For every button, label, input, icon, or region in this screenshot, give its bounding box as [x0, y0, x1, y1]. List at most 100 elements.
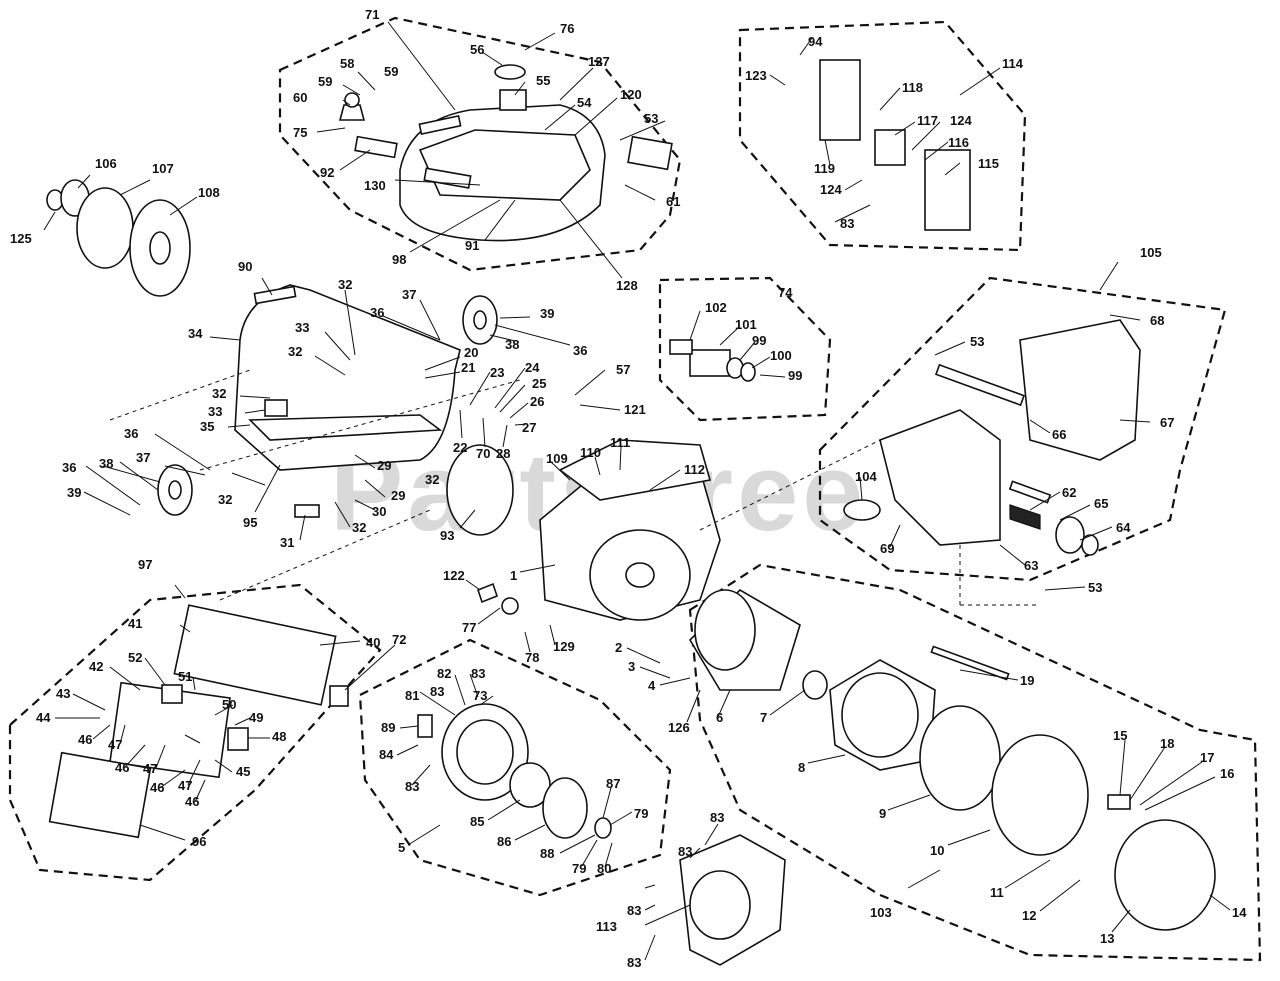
callout-75: 75 — [293, 125, 307, 140]
callout-99b: 99 — [788, 368, 802, 383]
callout-29a: 29 — [377, 458, 391, 473]
callout-32d: 32 — [425, 472, 439, 487]
callout-92: 92 — [320, 165, 334, 180]
callout-124a: 124 — [950, 113, 972, 128]
callout-20: 20 — [464, 345, 478, 360]
callout-18: 18 — [1160, 736, 1174, 751]
flywheel-hub — [149, 231, 171, 265]
alternator-housing-band — [919, 705, 1001, 811]
callout-30: 30 — [372, 504, 386, 519]
callout-32c: 32 — [212, 386, 226, 401]
callout-67: 67 — [1160, 415, 1174, 430]
callout-34: 34 — [188, 326, 203, 341]
callout-94: 94 — [808, 34, 823, 49]
callout-89: 89 — [381, 720, 395, 735]
fuel-filter — [499, 89, 527, 111]
callout-42: 42 — [89, 659, 103, 674]
callout-2: 2 — [615, 640, 622, 655]
callout-21: 21 — [461, 360, 475, 375]
through-bolt — [930, 645, 1010, 681]
recoil-handle — [417, 714, 433, 738]
callout-40: 40 — [366, 635, 380, 650]
fuel-tank-shroud — [418, 129, 591, 201]
muffler-cover-plate — [819, 59, 861, 141]
callout-95: 95 — [243, 515, 257, 530]
callout-65: 65 — [1094, 496, 1108, 511]
recoil-pulley-parts — [46, 179, 191, 297]
callout-53b: 53 — [970, 334, 984, 349]
callout-61: 61 — [666, 194, 680, 209]
callout-46b: 46 — [115, 760, 129, 775]
exhaust-tip — [1081, 534, 1099, 556]
callout-77: 77 — [462, 620, 476, 635]
callout-97: 97 — [138, 557, 152, 572]
callout-100: 100 — [770, 348, 792, 363]
oil-filler — [477, 582, 498, 604]
callout-116: 116 — [948, 135, 969, 150]
outlet-block — [227, 727, 249, 751]
callout-83g: 83 — [627, 903, 641, 918]
callout-46a: 46 — [78, 732, 92, 747]
callout-39b: 39 — [67, 485, 81, 500]
oil-plug — [501, 597, 519, 615]
callout-73: 73 — [473, 688, 487, 703]
callout-5: 5 — [398, 840, 405, 855]
fuel-gauge-label — [354, 135, 398, 159]
callout-47b: 47 — [143, 761, 157, 776]
insulator — [669, 339, 693, 355]
callout-84: 84 — [379, 747, 394, 762]
stator-core — [841, 672, 919, 758]
callout-36a: 36 — [370, 305, 384, 320]
callout-15: 15 — [1113, 728, 1127, 743]
callout-32e: 32 — [218, 492, 232, 507]
callout-33b: 33 — [208, 404, 222, 419]
frame-rail — [248, 414, 443, 441]
callout-82: 82 — [437, 666, 451, 681]
callout-83e: 83 — [710, 810, 724, 825]
engine-crankshaft — [625, 562, 655, 588]
callout-50: 50 — [222, 697, 236, 712]
callout-106: 106 — [95, 156, 117, 171]
muffler-mount-strip — [934, 363, 1026, 407]
callout-38b: 38 — [99, 456, 113, 471]
fuel-bracket — [418, 115, 462, 135]
callout-102: 102 — [705, 300, 727, 315]
circuit-breaker — [161, 684, 183, 704]
callout-3: 3 — [628, 659, 635, 674]
panel-label — [48, 751, 152, 839]
callout-83a: 83 — [840, 216, 854, 231]
carburetor — [689, 349, 731, 377]
muffler-parts — [843, 319, 1141, 556]
callout-120: 120 — [620, 87, 642, 102]
callout-45: 45 — [236, 764, 250, 779]
callout-52: 52 — [128, 650, 142, 665]
callout-57: 57 — [616, 362, 630, 377]
callout-19: 19 — [1020, 673, 1034, 688]
alternator-group-outline — [688, 563, 1262, 962]
callout-68: 68 — [1150, 313, 1164, 328]
callout-53c: 53 — [1088, 580, 1102, 595]
callout-85: 85 — [470, 814, 484, 829]
callout-17: 17 — [1200, 750, 1214, 765]
callout-74: 74 — [778, 285, 793, 300]
callout-108: 108 — [198, 185, 220, 200]
callout-104: 104 — [855, 469, 877, 484]
muffler-group-outline — [818, 276, 1227, 582]
callout-23: 23 — [490, 365, 504, 380]
callout-39a: 39 — [540, 306, 554, 321]
callout-53a: 53 — [644, 111, 658, 126]
callout-78: 78 — [525, 650, 539, 665]
callout-83f: 83 — [678, 844, 692, 859]
callout-128: 128 — [616, 278, 638, 293]
panel-frame — [173, 604, 337, 706]
callout-127: 127 — [588, 54, 610, 69]
callout-105: 105 — [1140, 245, 1162, 260]
muffler-body — [879, 409, 1001, 546]
callout-26: 26 — [530, 394, 544, 409]
callout-31: 31 — [280, 535, 294, 550]
callout-113: 113 — [596, 919, 617, 934]
exhaust-clamp — [1055, 516, 1085, 554]
callout-66: 66 — [1052, 427, 1066, 442]
callout-111: 111 — [610, 435, 630, 450]
callout-83c: 83 — [430, 684, 444, 699]
